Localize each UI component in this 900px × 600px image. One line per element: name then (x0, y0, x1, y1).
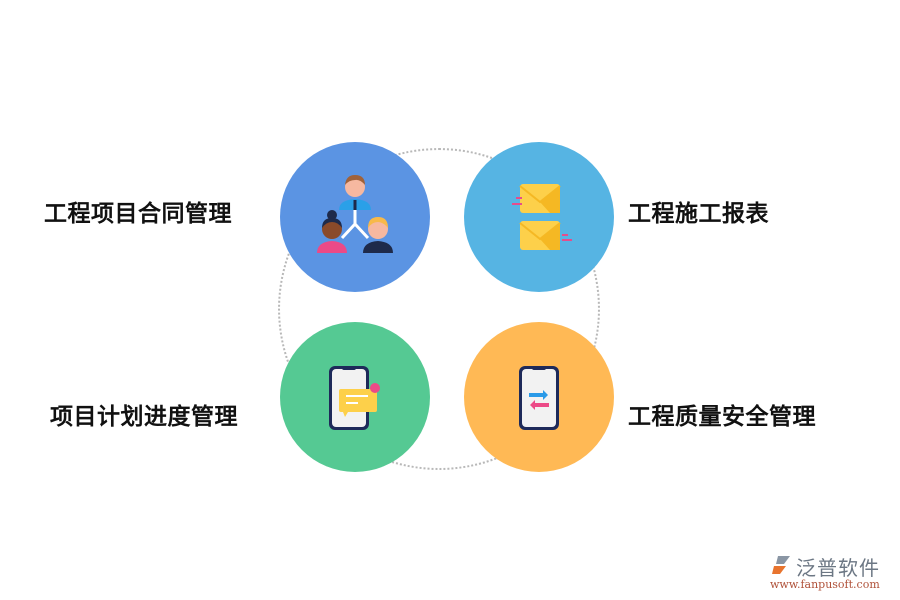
logo-mark-icon (772, 556, 790, 574)
contract-management-label: 工程项目合同管理 (44, 201, 232, 227)
team-hierarchy-icon (317, 175, 393, 253)
quality-safety-node[interactable] (464, 322, 614, 472)
logo-url: www.fanpusoft.com (770, 578, 880, 591)
dotted-connector-ring (278, 148, 600, 470)
mail-envelopes-icon (512, 184, 572, 250)
schedule-progress-node[interactable] (280, 322, 430, 472)
contract-management-node[interactable] (280, 142, 430, 292)
logo-name: 泛普软件 (796, 556, 880, 580)
construction-report-label: 工程施工报表 (628, 201, 769, 227)
schedule-progress-label: 项目计划进度管理 (50, 404, 238, 430)
phone-message-icon (329, 366, 380, 430)
construction-report-node[interactable] (464, 142, 614, 292)
fanpusoft-logo: 泛普软件 www.fanpusoft.com (768, 552, 898, 596)
quality-safety-label: 工程质量安全管理 (628, 404, 816, 430)
phone-transfer-icon (519, 366, 559, 430)
